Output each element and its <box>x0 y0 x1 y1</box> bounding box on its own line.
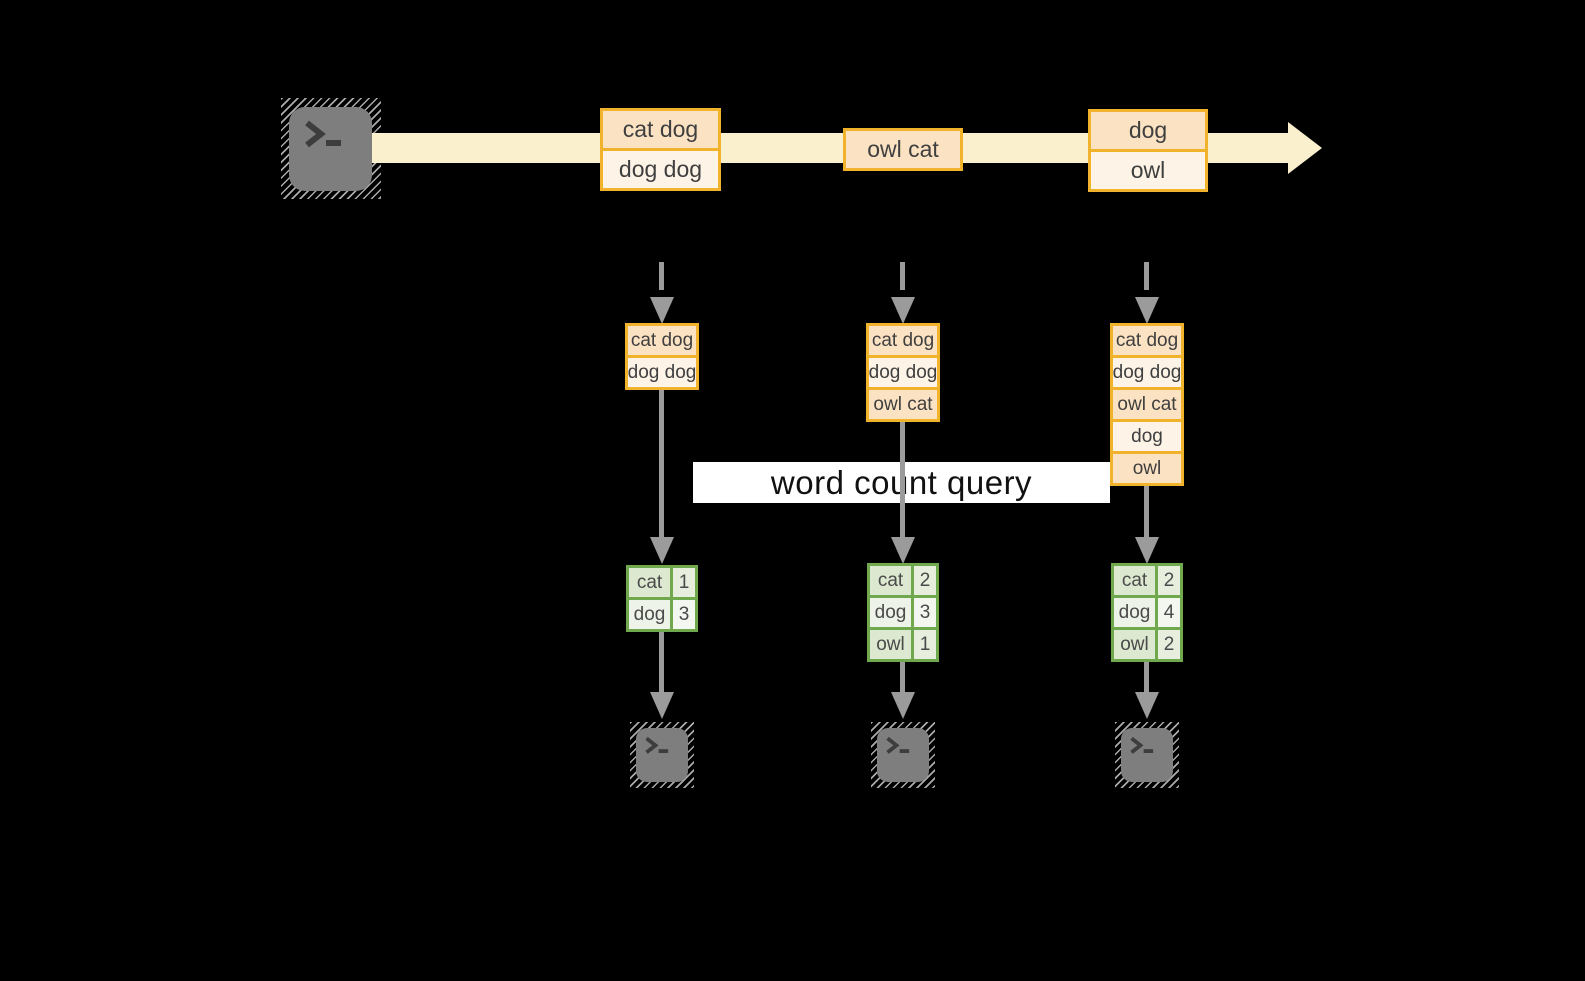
terminal-body <box>1121 728 1173 782</box>
terminal-body <box>877 728 929 782</box>
arrow-line <box>1144 486 1149 538</box>
event-line: owl <box>1091 152 1205 189</box>
buffer-record: cat dog <box>1113 326 1181 355</box>
count-value: 1 <box>914 630 936 659</box>
count-value: 2 <box>1158 630 1180 659</box>
count-row: cat 2 <box>870 566 936 595</box>
event-line: cat dog <box>603 111 718 148</box>
terminal-body <box>289 107 372 191</box>
arrowhead-icon <box>1135 692 1159 719</box>
arrowhead-icon <box>891 537 915 564</box>
arrowhead-icon <box>1135 537 1159 564</box>
arrowhead-icon <box>1135 297 1159 324</box>
count-word: cat <box>870 566 911 595</box>
arrowhead-icon <box>650 537 674 564</box>
count-word: cat <box>1114 566 1155 595</box>
count-word: dog <box>1114 598 1155 627</box>
terminal-icon <box>871 722 935 788</box>
count-word: dog <box>870 598 911 627</box>
stream-event-box: cat dog dog dog <box>600 108 721 191</box>
count-row: dog 4 <box>1114 598 1180 627</box>
event-line: dog <box>1091 112 1205 149</box>
arrow-line <box>900 662 905 693</box>
count-table: cat 1 dog 3 <box>626 565 698 632</box>
prompt-glyph-icon <box>645 736 669 754</box>
arrow-line <box>659 632 664 693</box>
buffer-record: owl cat <box>1113 390 1181 419</box>
count-word: owl <box>870 630 911 659</box>
count-row: cat 1 <box>629 568 695 597</box>
stream-arrowhead-icon <box>1288 122 1322 174</box>
buffer-stack: cat dog dog dog owl cat <box>866 323 940 422</box>
buffer-stack: cat dog dog dog <box>625 323 699 390</box>
arrow-line <box>659 390 664 538</box>
buffer-record: owl <box>1113 454 1181 483</box>
dashed-arrow-line <box>659 262 664 290</box>
count-row: dog 3 <box>629 600 695 629</box>
count-value: 4 <box>1158 598 1180 627</box>
terminal-icon <box>630 722 694 788</box>
count-row: cat 2 <box>1114 566 1180 595</box>
dashed-arrow-line <box>1144 262 1149 290</box>
prompt-glyph-icon <box>886 736 910 754</box>
terminal-body <box>636 728 688 782</box>
count-row: dog 3 <box>870 598 936 627</box>
count-word: dog <box>629 600 670 629</box>
buffer-stack: cat dog dog dog owl cat dog owl <box>1110 323 1184 486</box>
count-word: owl <box>1114 630 1155 659</box>
arrow-line <box>1144 662 1149 693</box>
arrowhead-icon <box>650 692 674 719</box>
terminal-icon <box>1115 722 1179 788</box>
stream-event-box: dog owl <box>1088 109 1208 192</box>
buffer-record: dog dog <box>628 358 696 387</box>
count-value: 1 <box>673 568 695 597</box>
count-value: 2 <box>914 566 936 595</box>
count-value: 2 <box>1158 566 1180 595</box>
count-row: owl 2 <box>1114 630 1180 659</box>
count-table: cat 2 dog 3 owl 1 <box>867 563 939 662</box>
count-row: owl 1 <box>870 630 936 659</box>
buffer-record: cat dog <box>869 326 937 355</box>
arrowhead-icon <box>891 297 915 324</box>
arrow-line <box>900 422 905 538</box>
buffer-record: dog <box>1113 422 1181 451</box>
buffer-record: cat dog <box>628 326 696 355</box>
arrowhead-icon <box>891 692 915 719</box>
buffer-record: owl cat <box>869 390 937 419</box>
prompt-glyph-icon <box>1130 736 1154 754</box>
buffer-record: dog dog <box>1113 358 1181 387</box>
buffer-record: dog dog <box>869 358 937 387</box>
arrowhead-icon <box>650 297 674 324</box>
count-word: cat <box>629 568 670 597</box>
prompt-glyph-icon <box>305 120 341 148</box>
count-value: 3 <box>673 600 695 629</box>
count-value: 3 <box>914 598 936 627</box>
event-line: owl cat <box>846 131 960 168</box>
event-line: dog dog <box>603 151 718 188</box>
terminal-icon <box>281 98 381 199</box>
stream-event-box: owl cat <box>843 128 963 171</box>
dashed-arrow-line <box>900 262 905 290</box>
count-table: cat 2 dog 4 owl 2 <box>1111 563 1183 662</box>
